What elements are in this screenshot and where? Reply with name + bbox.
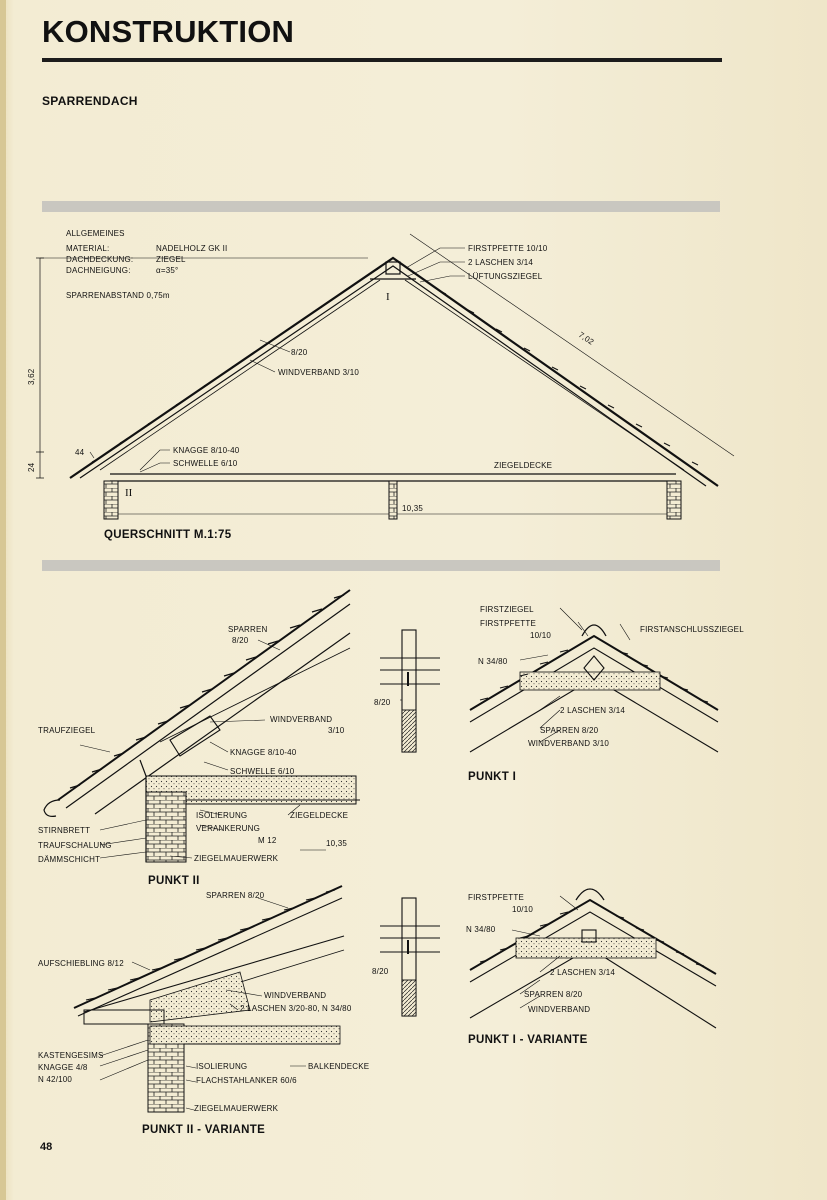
info-dachneigung-label: DACHNEIGUNG: — [66, 266, 131, 275]
p2v-label-windverband: WINDVERBAND — [264, 991, 326, 1000]
roof-tiles-right — [411, 271, 699, 466]
p1-label-firstziegel: FIRSTZIEGEL — [480, 605, 534, 614]
p2-label-knagge: KNAGGE 8/10-40 — [230, 748, 297, 757]
info-material-value: NADELHOLZ GK II — [156, 244, 227, 253]
p2v-label-balkendecke: BALKENDECKE — [308, 1062, 369, 1071]
caption-punkt-2: PUNKT II — [148, 875, 200, 887]
info-sparrenabstand: SPARRENABSTAND 0,75m — [66, 291, 170, 300]
p2-label-ziegeldecke: ZIEGELDECKE — [290, 811, 348, 820]
p2-label-stirnbrett: STIRNBRETT — [38, 826, 90, 835]
p1-label-nail: N 34/80 — [478, 657, 508, 666]
p2-label-ziegelmauerwerk: ZIEGELMAUERWERK — [194, 854, 279, 863]
p2v-label-aufschiebling: AUFSCHIEBLING 8/12 — [38, 959, 124, 968]
p2v-label-laschen: 2 LASCHEN 3/20-80, N 34/80 — [240, 1004, 352, 1013]
p2-label-verankerung: VERANKERUNG — [196, 824, 260, 833]
label-schwelle: SCHWELLE 6/10 — [173, 459, 238, 468]
p1-label-side-size: 8/20 — [374, 698, 391, 707]
info-dachdeckung-label: DACHDECKUNG: — [66, 255, 133, 264]
caption-punkt-2-variante: PUNKT II - VARIANTE — [142, 1124, 265, 1136]
p1-label-firstpfette-size: 10/10 — [530, 631, 551, 640]
label-windverband: WINDVERBAND 3/10 — [278, 368, 359, 377]
marker-punkt-2: II — [125, 487, 133, 499]
p2-label-windverband: WINDVERBAND — [270, 715, 332, 724]
cross-section-drawing — [36, 233, 735, 520]
page-spine-shadow — [0, 0, 6, 1200]
caption-punkt-1-variante: PUNKT I - VARIANTE — [468, 1034, 588, 1046]
punkt-1-variante-drawing — [469, 888, 717, 1029]
p1v-label-laschen: 2 LASCHEN 3/14 — [550, 968, 615, 977]
dim-rafter-length: 7,02 — [577, 330, 596, 347]
p1v-label-firstpfette: FIRSTPFETTE — [468, 893, 524, 902]
p2-label-sparren-size: 8/20 — [232, 636, 249, 645]
title-rule — [42, 58, 722, 62]
label-ziegeldecke: ZIEGELDECKE — [494, 461, 552, 470]
label-firstpfette: FIRSTPFETTE 10/10 — [468, 244, 548, 253]
p2v-label-nail: N 42/100 — [38, 1075, 72, 1084]
label-sparren: 8/20 — [291, 348, 308, 357]
dim-span: 10,35 — [402, 504, 423, 513]
p2v-label-knagge: KNAGGE 4/8 — [38, 1063, 88, 1072]
dim-height: 3,62 — [27, 368, 36, 385]
p2-label-traufziegel: TRAUFZIEGEL — [38, 726, 96, 735]
label-lueftungsziegel: LÜFTUNGSZIEGEL — [468, 272, 543, 281]
p2-label-traufschalung: TRAUFSCHALUNG — [38, 841, 112, 850]
p2v-label-flachstahlanker: FLACHSTAHLANKER 60/6 — [196, 1076, 297, 1085]
p1-label-laschen: 2 LASCHEN 3/14 — [560, 706, 625, 715]
section-band-top — [42, 201, 720, 212]
caption-querschnitt: QUERSCHNITT M.1:75 — [104, 529, 232, 541]
p1v-label-windverband: WINDVERBAND — [528, 1005, 590, 1014]
p2v-label-ziegelmauerwerk: ZIEGELMAUERWERK — [194, 1104, 279, 1113]
punkt-2-drawing — [43, 589, 360, 863]
label-laschen: 2 LASCHEN 3/14 — [468, 258, 533, 267]
p2-label-verankerung-size: M 12 — [258, 836, 277, 845]
p1-label-sparren: SPARREN 8/20 — [540, 726, 599, 735]
p2v-label-isolierung: ISOLIERUNG — [196, 1062, 247, 1071]
roof-tiles-left — [91, 268, 379, 463]
punkt-2-variante-drawing — [73, 885, 345, 1113]
p1v-label-side-size: 8/20 — [372, 967, 389, 976]
p2-label-daemmschicht: DÄMMSCHICHT — [38, 855, 100, 864]
p1-label-firstanschlussziegel: FIRSTANSCHLUSSZIEGEL — [640, 625, 744, 634]
page-title: KONSTRUKTION — [42, 14, 295, 49]
dim-eave: 24 — [27, 462, 36, 472]
p2-label-dimension: 10,35 — [326, 839, 347, 848]
punkt-1-side-drawing — [380, 629, 440, 753]
info-material-label: MATERIAL: — [66, 244, 109, 253]
p2v-label-sparren: SPARREN 8/20 — [206, 891, 265, 900]
label-knagge: KNAGGE 8/10-40 — [173, 446, 240, 455]
p1-label-firstpfette: FIRSTPFETTE — [480, 619, 536, 628]
caption-punkt-1: PUNKT I — [468, 771, 516, 783]
info-dachdeckung-value: ZIEGEL — [156, 255, 186, 264]
p2-label-sparren: SPARREN — [228, 625, 268, 634]
p1-label-windverband: WINDVERBAND 3/10 — [528, 739, 609, 748]
punkt-1-variante-side-drawing — [380, 897, 440, 1017]
info-heading: ALLGEMEINES — [66, 229, 125, 238]
page-number: 48 — [40, 1141, 53, 1153]
dim-overhang: 44 — [75, 448, 85, 457]
p2-label-isolierung: ISOLIERUNG — [196, 811, 247, 820]
p2v-label-kastengesims: KASTENGESIMS — [38, 1051, 104, 1060]
marker-punkt-1: I — [386, 291, 390, 303]
info-dachneigung-value: α=35° — [156, 266, 178, 275]
punkt-1-drawing — [469, 607, 719, 753]
p1v-label-firstpfette-size: 10/10 — [512, 905, 533, 914]
p2-label-windverband-size: 3/10 — [328, 726, 345, 735]
page-subtitle: SPARRENDACH — [42, 94, 138, 108]
p1v-label-nail: N 34/80 — [466, 925, 496, 934]
section-band-middle — [42, 560, 720, 571]
p2-label-schwelle: SCHWELLE 6/10 — [230, 767, 295, 776]
p1v-label-sparren: SPARREN 8/20 — [524, 990, 583, 999]
